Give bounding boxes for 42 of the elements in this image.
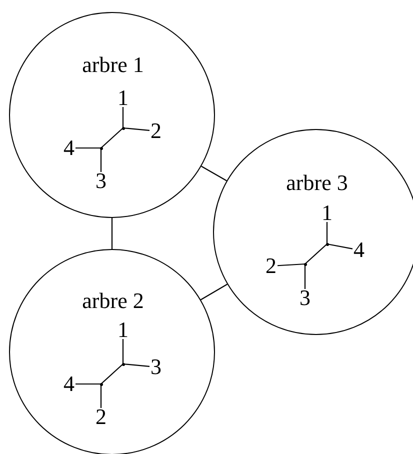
connector-line <box>100 128 124 148</box>
tree-circle <box>213 129 413 335</box>
connector-line <box>111 218 113 249</box>
tree-title: arbre 2 <box>82 290 144 312</box>
connector-line <box>304 244 328 264</box>
tree-circle <box>9 12 215 218</box>
connector-line <box>100 384 102 408</box>
junction-dot <box>122 362 124 366</box>
leaf-label: 4 <box>64 137 74 159</box>
leaf-label: 4 <box>64 373 74 395</box>
leaf-label: 1 <box>118 319 128 341</box>
connector-line <box>122 107 124 128</box>
leaf-label: 3 <box>150 356 162 378</box>
leaf-label: 2 <box>96 406 106 428</box>
tree-title: arbre 1 <box>82 54 144 76</box>
connector-line <box>326 243 353 250</box>
junction-dot <box>304 262 306 266</box>
connector-line <box>200 284 228 300</box>
connector-line <box>304 264 306 289</box>
leaf-label: 2 <box>266 255 276 277</box>
leaf-label: 1 <box>118 87 128 109</box>
leaf-label: 3 <box>96 170 106 192</box>
junction-dot <box>100 146 102 150</box>
connector-line <box>122 127 150 131</box>
connector-line <box>326 222 328 244</box>
connector-line <box>76 147 101 149</box>
connector-line <box>76 383 101 385</box>
connector-line <box>122 339 124 364</box>
connector-line <box>122 363 150 367</box>
junction-dot <box>326 242 328 246</box>
leaf-label: 1 <box>322 202 332 224</box>
junction-dot <box>122 126 124 130</box>
connector-line <box>277 263 306 266</box>
junction-dot <box>100 382 102 386</box>
leaf-label: 3 <box>300 287 310 309</box>
leaf-label: 4 <box>354 239 364 261</box>
leaf-label: 2 <box>150 120 162 142</box>
tree-circle <box>9 249 215 454</box>
tree-title: arbre 3 <box>286 172 348 194</box>
connector-line <box>100 148 102 172</box>
connector-line <box>201 166 227 182</box>
connector-line <box>100 364 124 384</box>
